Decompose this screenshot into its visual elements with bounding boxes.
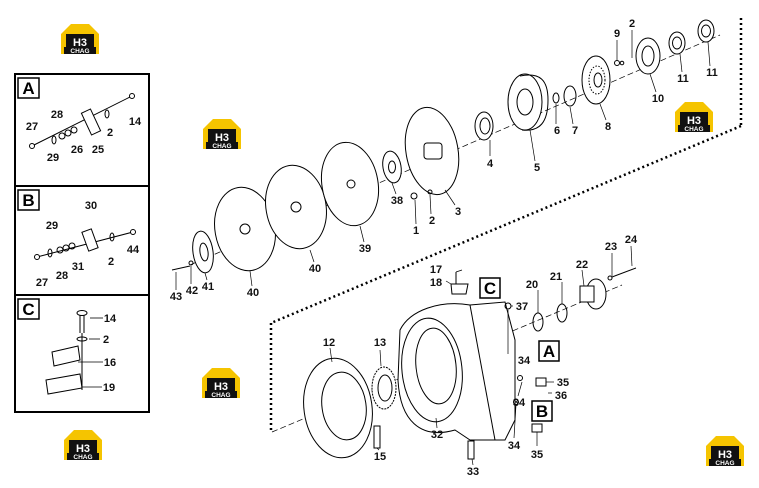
svg-text:8: 8 — [605, 121, 611, 133]
ref-c-label: C — [484, 279, 496, 298]
svg-text:H3: H3 — [214, 381, 228, 393]
svg-text:44: 44 — [127, 244, 140, 256]
svg-text:CHAG: CHAG — [211, 392, 230, 399]
logo-lower-left: H3 CHAG — [64, 430, 102, 461]
svg-text:4: 4 — [487, 158, 494, 170]
logo-bottom-right: H3 CHAG — [706, 436, 744, 467]
svg-text:33: 33 — [467, 466, 479, 478]
svg-text:19: 19 — [103, 382, 115, 394]
svg-text:26: 26 — [71, 144, 83, 156]
svg-text:7: 7 — [572, 125, 578, 137]
svg-text:CHAG: CHAG — [715, 460, 734, 467]
callout-leaders — [175, 30, 711, 466]
guide-lines — [269, 18, 743, 432]
svg-text:41: 41 — [202, 281, 214, 293]
svg-text:13: 13 — [374, 337, 386, 349]
ref-a-label: A — [543, 342, 555, 361]
svg-text:18: 18 — [430, 277, 442, 289]
svg-text:CHAG: CHAG — [684, 126, 703, 133]
section-b-label: B — [22, 191, 34, 210]
svg-text:25: 25 — [92, 144, 104, 156]
lower-assembly — [271, 267, 637, 460]
svg-text:40: 40 — [309, 263, 321, 275]
svg-text:28: 28 — [56, 270, 68, 282]
svg-text:30: 30 — [85, 200, 97, 212]
svg-text:34: 34 — [518, 355, 531, 367]
svg-text:CHAG: CHAG — [212, 143, 231, 150]
panel-labels: 28 27 29 26 25 2 14 30 29 27 28 31 2 44 … — [26, 109, 142, 394]
svg-text:27: 27 — [26, 121, 38, 133]
svg-text:1: 1 — [413, 225, 419, 237]
svg-text:2: 2 — [429, 215, 435, 227]
svg-text:43: 43 — [170, 291, 182, 303]
ref-b-label: B — [536, 402, 548, 421]
svg-text:12: 12 — [323, 337, 335, 349]
svg-text:H3: H3 — [718, 449, 732, 461]
panel-b-parts — [34, 228, 136, 260]
section-c-label: C — [22, 300, 34, 319]
svg-text:29: 29 — [46, 220, 58, 232]
svg-text:38: 38 — [391, 195, 403, 207]
svg-text:2: 2 — [103, 334, 109, 346]
svg-text:31: 31 — [72, 261, 84, 273]
svg-text:H3: H3 — [215, 132, 229, 144]
svg-text:3: 3 — [455, 206, 461, 218]
svg-text:5: 5 — [534, 162, 540, 174]
upper-assembly — [171, 19, 721, 274]
svg-text:6: 6 — [554, 125, 560, 137]
section-reference-boxes — [479, 277, 560, 422]
svg-text:11: 11 — [706, 67, 718, 79]
svg-text:20: 20 — [526, 279, 538, 291]
logo-upper-right: H3 CHAG — [675, 102, 713, 133]
svg-text:H3: H3 — [73, 37, 87, 49]
svg-text:28: 28 — [51, 109, 63, 121]
svg-text:15: 15 — [374, 451, 386, 463]
svg-text:10: 10 — [652, 93, 664, 105]
svg-text:17: 17 — [430, 264, 442, 276]
callout-numbers: 1 2 3 4 5 6 7 8 9 2 10 11 11 38 39 40 40… — [170, 18, 718, 478]
section-a-label: A — [22, 79, 34, 98]
panel-leader-lines — [78, 317, 103, 388]
svg-text:16: 16 — [104, 357, 116, 369]
svg-text:H3: H3 — [76, 443, 90, 455]
svg-text:2: 2 — [108, 256, 114, 268]
svg-text:37: 37 — [516, 301, 528, 313]
svg-text:11: 11 — [677, 73, 689, 85]
svg-text:9: 9 — [614, 28, 620, 40]
svg-text:35: 35 — [531, 449, 543, 461]
detail-panels — [14, 73, 150, 413]
svg-text:14: 14 — [104, 313, 117, 325]
svg-text:23: 23 — [605, 241, 617, 253]
svg-text:CHAG: CHAG — [73, 454, 92, 461]
svg-text:2: 2 — [629, 18, 635, 30]
panel-c-parts — [45, 310, 88, 395]
svg-text:35: 35 — [557, 377, 569, 389]
svg-text:32: 32 — [431, 429, 443, 441]
svg-text:21: 21 — [550, 271, 562, 283]
svg-text:29: 29 — [47, 152, 59, 164]
svg-text:39: 39 — [359, 243, 371, 255]
svg-text:H3: H3 — [687, 115, 701, 127]
svg-text:CHAG: CHAG — [70, 48, 89, 55]
svg-text:2: 2 — [107, 127, 113, 139]
logo-lower-middle: H3 CHAG — [202, 368, 240, 399]
svg-text:27: 27 — [36, 277, 48, 289]
svg-text:22: 22 — [576, 259, 588, 271]
svg-text:14: 14 — [129, 116, 142, 128]
svg-text:36: 36 — [555, 390, 567, 402]
svg-text:24: 24 — [625, 234, 638, 246]
logo-upper-middle: H3 CHAG — [203, 119, 241, 150]
svg-text:34: 34 — [513, 397, 526, 409]
panel-a-parts — [29, 93, 135, 149]
svg-text:34: 34 — [508, 440, 521, 452]
svg-text:42: 42 — [186, 285, 198, 297]
logo-top-left: H3 CHAG — [61, 24, 99, 55]
svg-text:40: 40 — [247, 287, 259, 299]
